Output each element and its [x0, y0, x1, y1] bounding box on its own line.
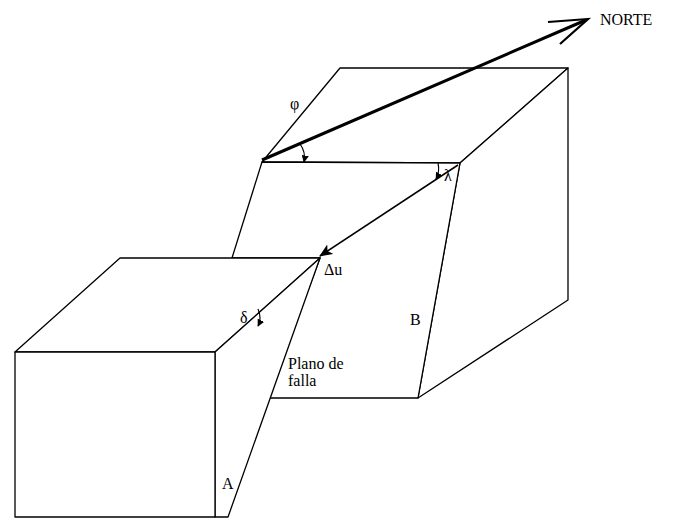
- slip-vector: [320, 165, 458, 256]
- slip-label: Δu: [324, 262, 342, 279]
- north-arrow: [262, 20, 586, 160]
- north-arrowhead: [548, 19, 588, 44]
- block-label: A: [222, 476, 234, 493]
- fault-plane-label: Plano de falla: [288, 356, 350, 390]
- block-a-front: [15, 352, 215, 517]
- block-label: B: [410, 312, 421, 329]
- strike-angle-arc: [300, 144, 305, 162]
- rake-angle: λ: [444, 168, 452, 185]
- north-label: NORTE: [600, 12, 652, 29]
- dip-angle: δ: [240, 310, 248, 327]
- dip-angle-arc: [258, 309, 260, 326]
- strike-angle: φ: [290, 96, 299, 113]
- rake-angle-arc: [436, 163, 439, 179]
